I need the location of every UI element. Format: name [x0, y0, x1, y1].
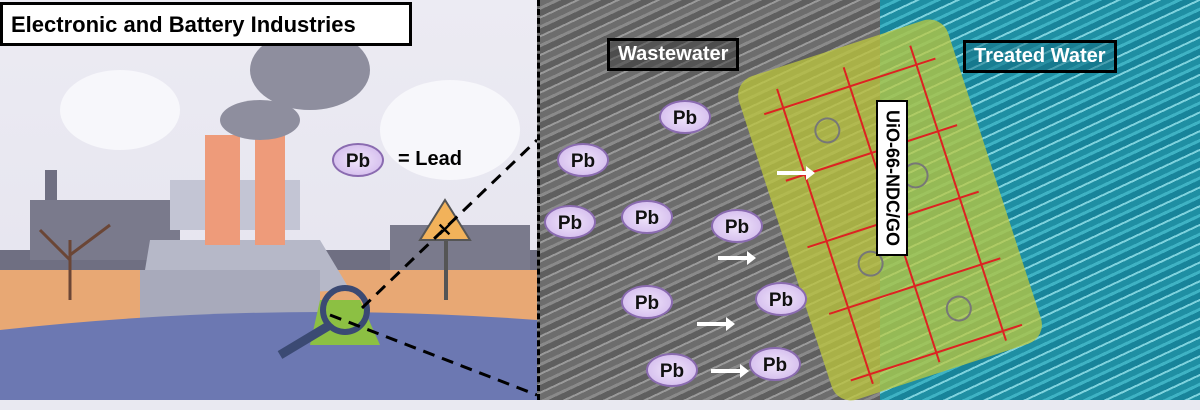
flow-arrow-icon	[718, 251, 756, 265]
pb-ion: Pb	[544, 205, 596, 239]
pb-ion: Pb	[621, 285, 673, 319]
pb-ion: Pb	[755, 282, 807, 316]
legend-text: = Lead	[398, 148, 462, 170]
treated-water-label: Treated Water	[963, 40, 1117, 73]
industry-title: Electronic and Battery Industries	[0, 2, 412, 46]
pb-ion: Pb	[621, 200, 673, 234]
membrane-label: UiO-66-NDC/GO	[882, 109, 903, 247]
pb-ion: Pb	[711, 209, 763, 243]
flow-arrow-icon	[697, 317, 735, 331]
pb-ion: Pb	[557, 143, 609, 177]
pb-ion: Pb	[646, 353, 698, 387]
flow-arrow-icon	[777, 166, 815, 180]
wastewater-label: Wastewater	[607, 38, 740, 71]
pb-ion: Pb	[659, 100, 711, 134]
svg-text:✕: ✕	[437, 220, 452, 240]
pb-ion: Pb	[749, 347, 801, 381]
flow-arrow-icon	[711, 364, 749, 378]
membrane-label-box: UiO-66-NDC/GO	[876, 100, 908, 256]
industry-illustration: ✕	[0, 0, 537, 400]
legend-pb-ion: Pb	[332, 143, 384, 177]
factory-scene: ✕	[0, 30, 537, 400]
